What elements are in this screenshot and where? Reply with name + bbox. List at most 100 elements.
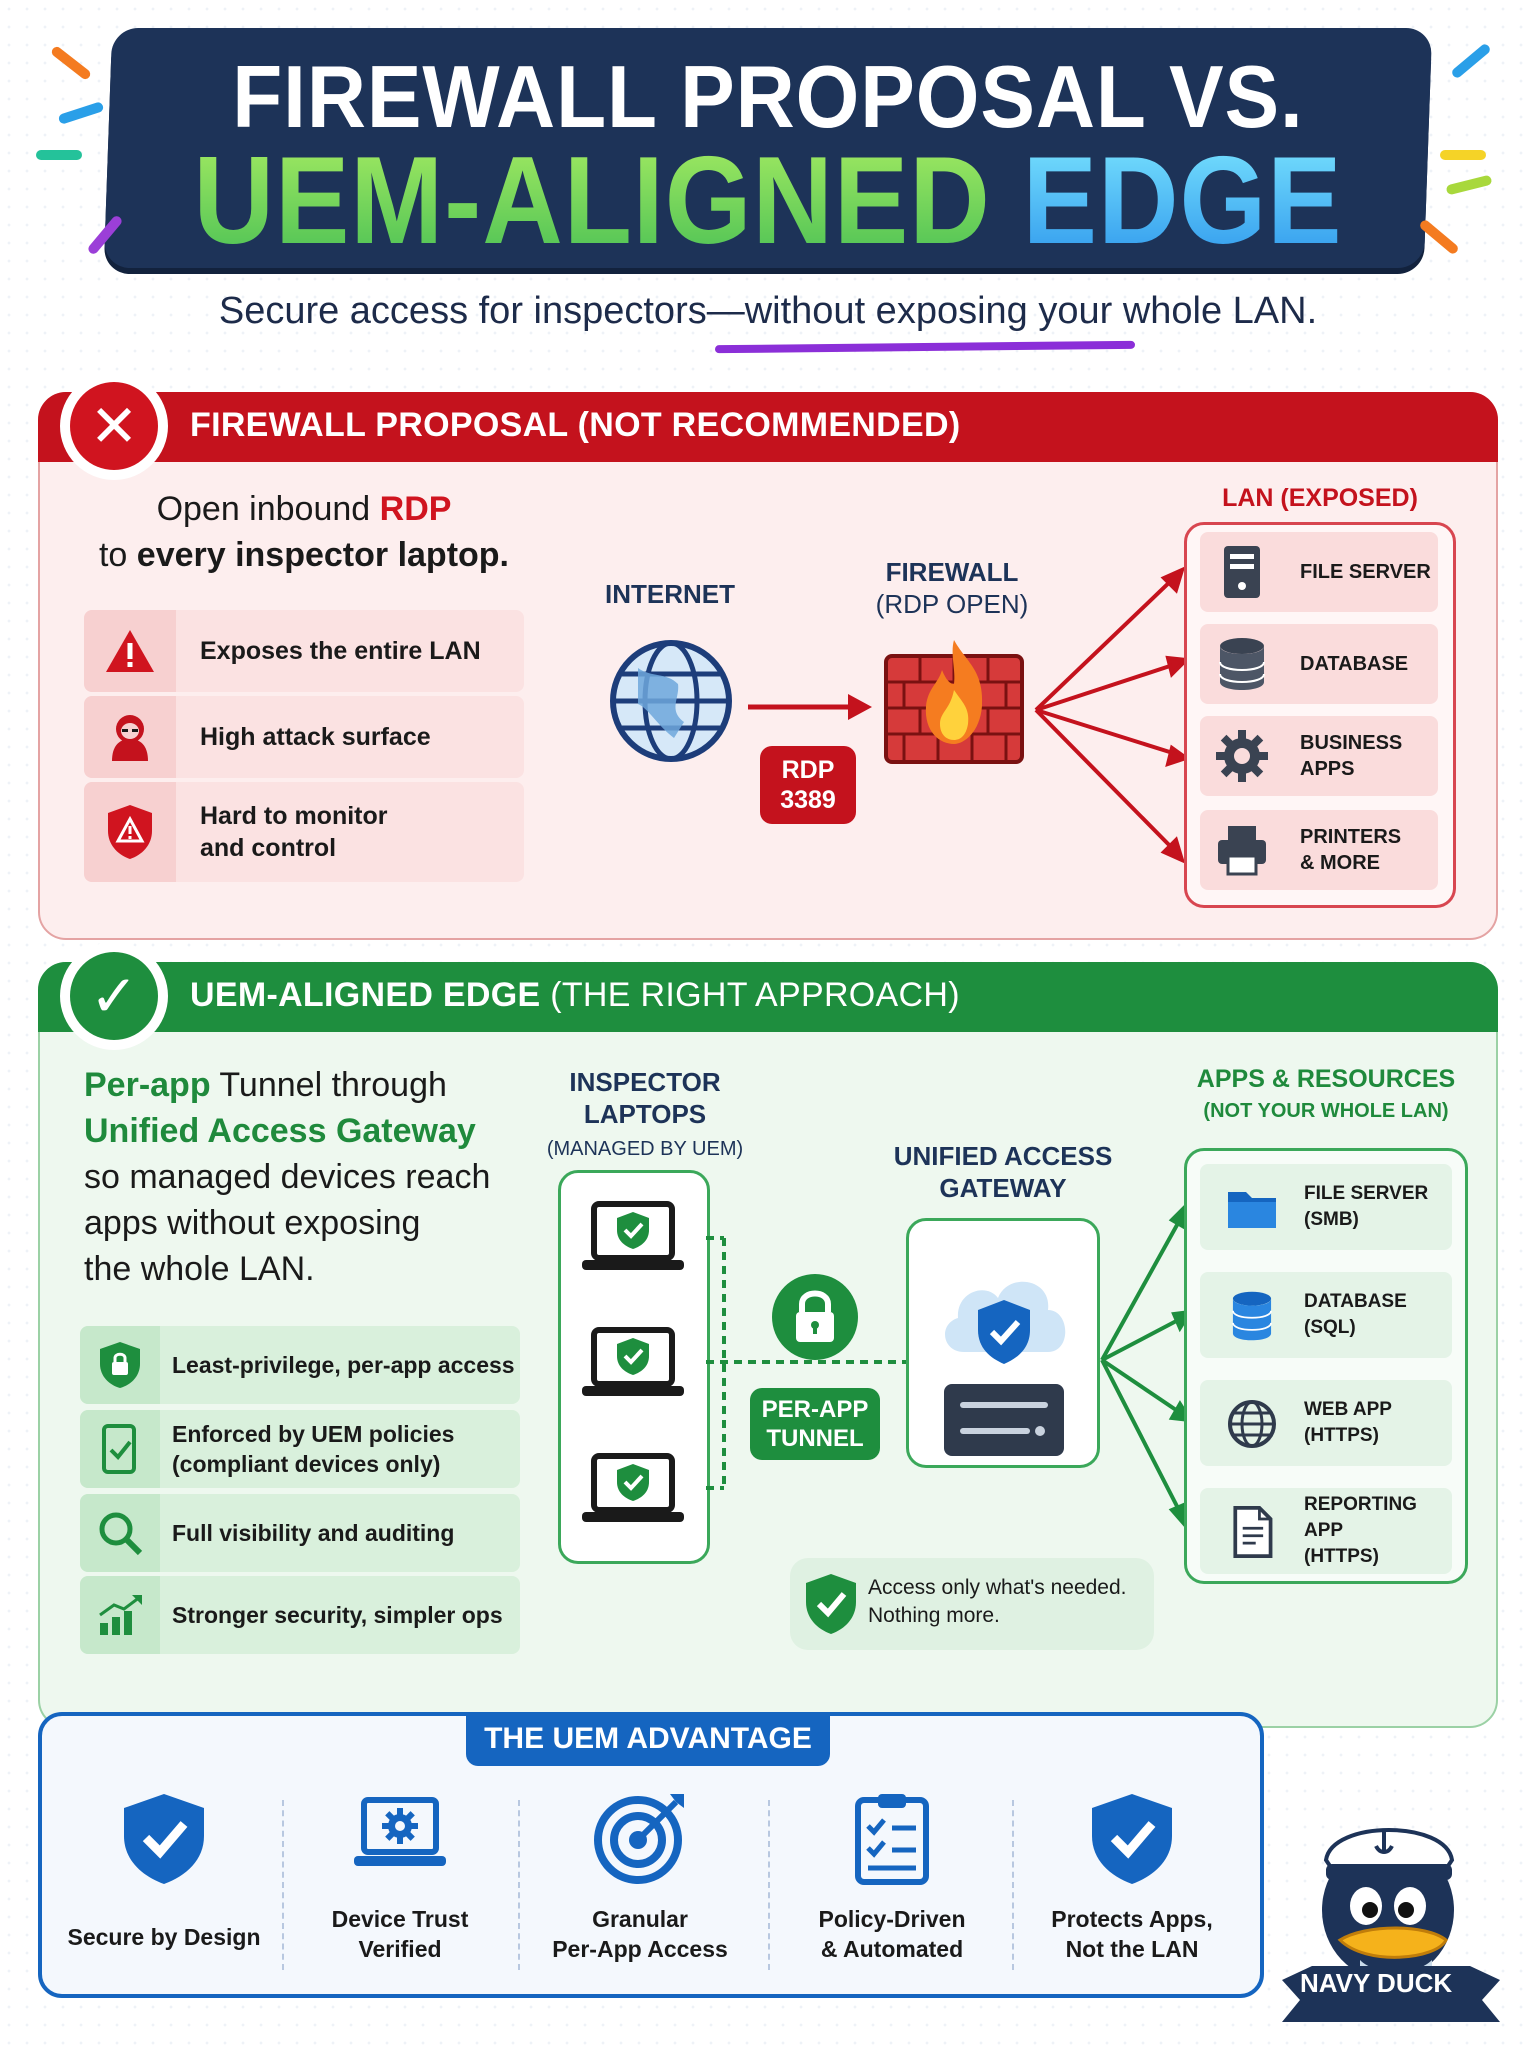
risk-text: Exposes the entire LAN — [200, 637, 481, 665]
gateway-cloud-shield-icon — [944, 1281, 1066, 1456]
printer-icon — [1218, 826, 1266, 876]
app-row: FILE SERVER(SMB) — [1200, 1164, 1452, 1250]
app-label: REPORTING APP(HTTPS) — [1304, 1494, 1417, 1567]
app-row: DATABASE(SQL) — [1200, 1272, 1452, 1358]
firewall-header: FIREWALL PROPOSAL (NOT RECOMMENDED) — [190, 406, 961, 444]
decor-burst — [1440, 150, 1486, 160]
title-line-1: FIREWALL PROPOSAL VS. — [232, 47, 1304, 146]
note-line: Access only what's needed. — [868, 1576, 1127, 1599]
benefit-item: Full visibility and auditing — [80, 1494, 520, 1572]
benefit-item: Stronger security, simpler ops — [80, 1576, 520, 1654]
uem-header-bar — [38, 962, 1498, 1032]
app-label: FILE SERVER(SMB) — [1304, 1183, 1429, 1230]
globe-icon — [610, 640, 732, 762]
note-line: Nothing more. — [868, 1604, 1000, 1627]
shield-check-icon — [806, 1574, 856, 1634]
benefit-item: Least-privilege, per-app access — [80, 1326, 520, 1404]
advantage-label: Protects Apps,Not the LAN — [1051, 1906, 1213, 1962]
risk-item: Exposes the entire LAN — [84, 610, 524, 692]
database-icon — [1219, 638, 1265, 690]
firewall-header-bar — [38, 392, 1498, 462]
server-icon — [1224, 546, 1260, 598]
check-badge: ✓ — [60, 942, 168, 1050]
navy-duck-mascot — [1282, 1828, 1500, 2022]
shield-check-icon — [124, 1794, 204, 1884]
magnifier-icon — [80, 1494, 160, 1572]
lan-row: DATABASE — [1200, 624, 1438, 704]
warning-icon — [84, 610, 176, 692]
compliant-device-icon — [80, 1410, 160, 1488]
laptop-icon — [582, 1453, 684, 1522]
laptop-icon — [582, 1201, 684, 1270]
growth-chart-icon — [80, 1576, 160, 1654]
access-note: Access only what's needed. Nothing more. — [790, 1558, 1154, 1650]
title-line-2: UEM-ALIGNED EDGE — [193, 132, 1343, 270]
lan-row: FILE SERVER — [1200, 532, 1438, 612]
gear-icon — [1216, 730, 1268, 782]
fanout-arrows — [1034, 566, 1190, 864]
benefit-text: Full visibility and auditing — [172, 1520, 455, 1546]
internet-label: INTERNET — [605, 579, 735, 609]
advantage-item: Secure by Design — [54, 1790, 274, 1950]
database-icon — [1232, 1291, 1272, 1341]
shield-check-icon — [1092, 1794, 1172, 1884]
firewall-lead: Open inbound RDP to every inspector lapt… — [98, 490, 510, 574]
advantage-item: Protects Apps,Not the LAN — [1022, 1790, 1242, 1962]
app-row: WEB APP(HTTPS) — [1200, 1380, 1452, 1466]
firewall-label: FIREWALL(RDP OPEN) — [875, 557, 1029, 619]
divider — [282, 1800, 284, 1970]
benefit-text: Least-privilege, per-app access — [172, 1352, 515, 1378]
advantage-label: Policy-Driven& Automated — [818, 1906, 966, 1962]
advantage-label: Secure by Design — [67, 1924, 261, 1950]
hacker-icon — [84, 696, 176, 778]
mascot-label: NAVY DUCK — [1300, 1968, 1453, 1998]
benefit-text: Stronger security, simpler ops — [172, 1602, 503, 1628]
target-icon — [594, 1794, 684, 1884]
x-badge: ✕ — [60, 372, 168, 480]
check-icon: ✓ — [70, 952, 158, 1040]
app-row: REPORTING APP(HTTPS) — [1200, 1488, 1452, 1574]
x-icon: ✕ — [70, 382, 158, 470]
divider — [1012, 1800, 1014, 1970]
laptop-icon — [582, 1327, 684, 1396]
lan-label: DATABASE — [1300, 653, 1409, 675]
advantage-title: THE UEM ADVANTAGE — [466, 1712, 830, 1766]
app-label: DATABASE(SQL) — [1304, 1291, 1407, 1338]
benefit-item: Enforced by UEM policies(compliant devic… — [80, 1410, 520, 1488]
decor-burst — [36, 150, 82, 160]
lan-title: LAN (EXPOSED) — [1222, 484, 1418, 512]
apps-title: APPS & RESOURCES(NOT YOUR WHOLE LAN) — [1196, 1065, 1456, 1122]
fanout-arrows — [1100, 1201, 1192, 1530]
risk-text: High attack surface — [200, 723, 431, 751]
report-document-icon — [1233, 1506, 1273, 1558]
shield-lock-icon — [80, 1326, 160, 1404]
lan-row: PRINTERS& MORE — [1200, 810, 1438, 890]
subtitle: Secure access for inspectors—without exp… — [218, 290, 1318, 332]
firewall-fire-icon — [884, 640, 1024, 764]
laptop-gear-icon — [354, 1797, 446, 1866]
risk-item: High attack surface — [84, 696, 524, 778]
lock-icon — [772, 1274, 858, 1360]
app-label: WEB APP(HTTPS) — [1304, 1399, 1392, 1446]
advantage-item: Policy-Driven& Automated — [782, 1790, 1002, 1962]
uem-lead: Per-app Tunnel through Unified Access Ga… — [84, 1066, 491, 1288]
lan-label: PRINTERS& MORE — [1300, 826, 1402, 874]
divider — [768, 1800, 770, 1970]
uem-header: UEM-ALIGNED EDGE (THE RIGHT APPROACH) — [190, 976, 960, 1014]
divider — [518, 1800, 520, 1970]
shield-alert-icon — [84, 782, 176, 882]
folder-icon — [1228, 1192, 1276, 1228]
tunnel-lines — [706, 1236, 906, 1490]
